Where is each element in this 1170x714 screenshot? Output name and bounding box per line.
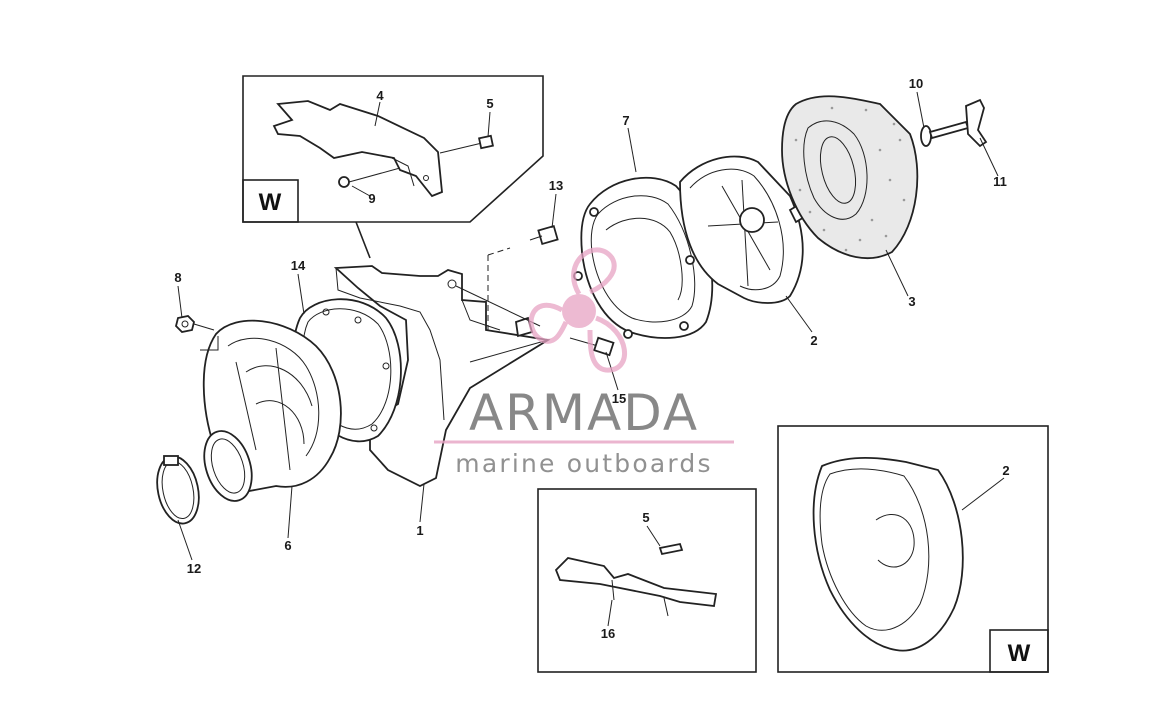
callout-4: 4 xyxy=(376,88,384,103)
callout-1: 1 xyxy=(416,523,423,538)
inset-w-label: W xyxy=(259,189,282,216)
inset-w-label-bottom: W xyxy=(1008,640,1031,667)
callout-16: 16 xyxy=(601,626,615,641)
wing-screw-part-11 xyxy=(928,98,988,148)
callout-2-inset: 2 xyxy=(1002,463,1009,478)
callout-15: 15 xyxy=(612,391,626,406)
brand-tagline: marine outboards xyxy=(455,449,712,478)
bracket-part-4 xyxy=(272,100,443,198)
callout-3: 3 xyxy=(908,294,915,309)
callout-10: 10 xyxy=(909,76,923,91)
callout-labels: 4 5 9 7 13 10 11 3 2 14 8 15 1 6 12 5 16… xyxy=(174,76,1009,641)
filter-element-part-3 xyxy=(781,95,919,259)
propeller-logo xyxy=(528,247,628,373)
callout-5-top: 5 xyxy=(486,96,493,111)
screw-part-15 xyxy=(569,336,615,357)
airbox-housing-part-1 xyxy=(333,247,551,488)
callout-11: 11 xyxy=(993,174,1007,189)
callout-8: 8 xyxy=(174,270,181,285)
callout-5-inset: 5 xyxy=(642,510,649,525)
washer-part-10 xyxy=(920,125,932,147)
armada-watermark: ARMADA marine outboards xyxy=(434,247,734,478)
hose-clamp-part-12 xyxy=(156,455,200,525)
intake-duct-part-6 xyxy=(202,319,342,502)
callout-7: 7 xyxy=(622,113,629,128)
callout-9: 9 xyxy=(368,191,375,206)
callout-6: 6 xyxy=(284,538,291,553)
callout-2-main: 2 xyxy=(810,333,817,348)
inset-variant-w-top: W xyxy=(242,75,544,259)
callout-13: 13 xyxy=(549,178,563,193)
inset-variant-w-bottom: W xyxy=(777,425,1049,673)
callout-14: 14 xyxy=(291,258,306,273)
nut-part-8 xyxy=(175,315,219,351)
filter-texture xyxy=(794,106,906,252)
brand-name: ARMADA xyxy=(469,384,699,442)
inset-bracket-16 xyxy=(537,488,757,673)
bolt-part-13 xyxy=(529,224,559,246)
callout-12: 12 xyxy=(187,561,201,576)
